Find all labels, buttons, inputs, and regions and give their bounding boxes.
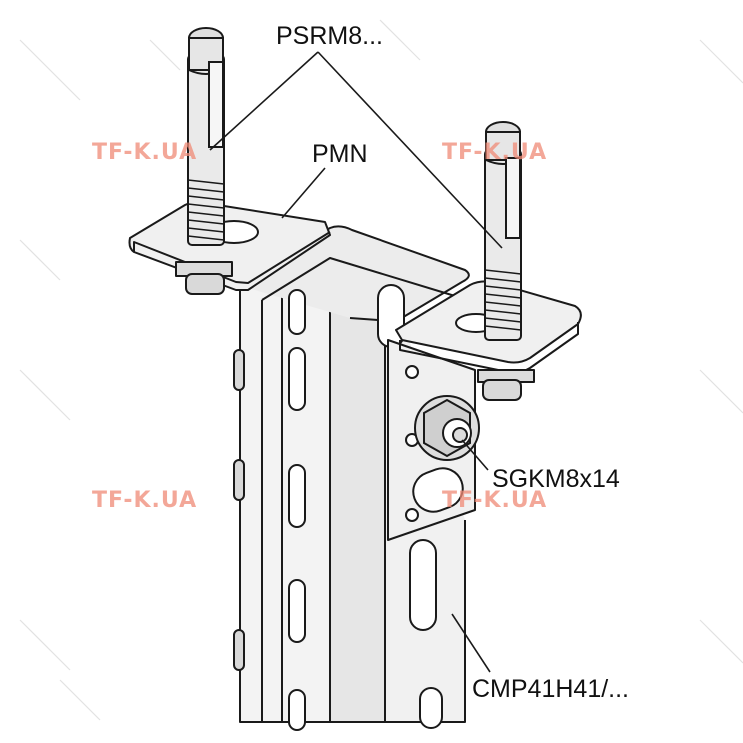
background-hatch bbox=[19, 19, 743, 721]
label-psrm-anchor: PSRM8... bbox=[276, 22, 383, 50]
label-cmp-channel: CMP41H41/... bbox=[472, 675, 630, 703]
label-pmn-plate: PMN bbox=[312, 140, 368, 168]
psrm-anchor-right bbox=[482, 121, 522, 401]
watermark-top-left: TF-K.UA bbox=[92, 140, 198, 165]
watermark-top-right: TF-K.UA bbox=[442, 140, 548, 165]
sgkm-screw bbox=[414, 395, 480, 461]
label-sgkm-screw: SGKM8x14 bbox=[492, 465, 620, 493]
leader-lines bbox=[209, 51, 503, 673]
watermark-bottom-left: TF-K.UA bbox=[92, 488, 198, 513]
psrm-anchor-left bbox=[185, 27, 225, 295]
watermark-bottom-right: TF-K.UA bbox=[442, 488, 548, 513]
